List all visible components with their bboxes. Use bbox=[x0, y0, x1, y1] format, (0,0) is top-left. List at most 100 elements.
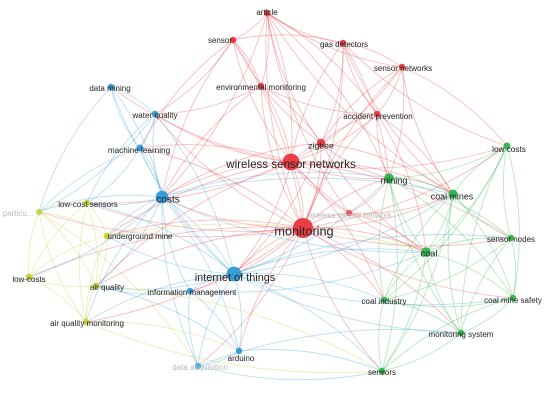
edge-data-mining-iot bbox=[110, 86, 235, 275]
edge-low-cost-sensors-particulate bbox=[38, 202, 88, 213]
node-gas-detectors[interactable] bbox=[339, 39, 347, 47]
edge-monitoring-arduino bbox=[238, 227, 304, 352]
edge-sensor-networks-monitoring bbox=[302, 66, 403, 229]
node-zigbee[interactable] bbox=[316, 138, 326, 148]
edge-iot-air-quality bbox=[95, 273, 235, 290]
edge-iot-coal-mines bbox=[233, 193, 454, 275]
node-article[interactable] bbox=[263, 9, 271, 17]
edge-gas-detectors-monitoring bbox=[302, 42, 344, 229]
node-coal[interactable] bbox=[421, 247, 431, 257]
edge-iot-sensor-nodes bbox=[233, 234, 512, 275]
edge-gas-detectors-low-costs-g bbox=[342, 42, 508, 147]
node-accident-prevention[interactable] bbox=[373, 110, 381, 118]
label-sensors: sensors bbox=[368, 368, 396, 377]
edge-sensor-networks-low-costs-g bbox=[401, 66, 508, 147]
node-environmental-monitoring[interactable] bbox=[257, 82, 265, 90]
node-iot[interactable] bbox=[226, 266, 242, 282]
edge-low-costs-y-air-quality-monitoring bbox=[28, 276, 87, 323]
edge-low-cost-sensors-low-costs-y bbox=[28, 202, 88, 278]
edge-sensor-environmental-monitoring bbox=[232, 39, 262, 87]
node-coal-mines[interactable] bbox=[448, 189, 458, 199]
node-monitoring-system[interactable] bbox=[457, 329, 465, 337]
label-sensor: sensor bbox=[208, 36, 232, 45]
edge-wsn-air-quality bbox=[95, 161, 292, 287]
edge-monitoring-air-quality bbox=[95, 227, 304, 287]
network-edges bbox=[28, 12, 520, 381]
node-sensor-networks[interactable] bbox=[398, 63, 406, 71]
node-coal-mine-safety[interactable] bbox=[509, 294, 517, 302]
edge-wsn-water-quality bbox=[154, 113, 292, 163]
edge-mining-coal-industry bbox=[378, 177, 390, 301]
edge-wsn-mining bbox=[290, 161, 390, 180]
node-water-quality[interactable] bbox=[151, 110, 159, 118]
node-data-acquisition[interactable] bbox=[194, 362, 202, 370]
edge-sensor-gas-detectors bbox=[232, 34, 344, 44]
node-sensor[interactable] bbox=[229, 36, 237, 44]
node-air-quality-monitoring[interactable] bbox=[82, 318, 90, 326]
edge-monitoring-coal-industry bbox=[302, 227, 385, 301]
node-low-cost-sensors[interactable] bbox=[83, 199, 91, 207]
node-low-costs-g[interactable] bbox=[503, 142, 511, 150]
label-coal: coal bbox=[421, 248, 438, 258]
node-coal-industry[interactable] bbox=[380, 296, 388, 304]
edge-article-wsn bbox=[266, 12, 293, 163]
edge-underground-mine-air-quality bbox=[95, 235, 108, 287]
node-low-costs-y[interactable] bbox=[25, 273, 33, 281]
edge-iot-data-acquisition bbox=[197, 273, 235, 367]
edge-wsn-coal bbox=[290, 161, 427, 253]
edge-costs-coal-mines bbox=[161, 177, 454, 198]
edge-article-mining bbox=[266, 12, 390, 179]
edge-wireless-sensor-network-coal bbox=[348, 212, 427, 253]
edge-coal-industry-monitoring-system bbox=[383, 299, 462, 334]
edge-machine-learning-particulate bbox=[38, 147, 141, 213]
edge-coal-industry-coal-mine-safety bbox=[383, 297, 514, 308]
edge-article-zigbee bbox=[266, 12, 322, 144]
node-arduino[interactable] bbox=[235, 347, 243, 355]
node-machine-learning[interactable] bbox=[136, 144, 144, 152]
edge-data-mining-machine-learning bbox=[110, 86, 141, 149]
edge-accident-prevention-monitoring bbox=[302, 113, 378, 229]
node-monitoring[interactable] bbox=[293, 218, 313, 238]
label-low-costs-y: low-costs bbox=[12, 275, 45, 284]
edge-sensor-nodes-coal-mine-safety bbox=[510, 237, 517, 299]
node-mining[interactable] bbox=[384, 173, 394, 183]
node-particulate[interactable] bbox=[35, 208, 43, 216]
edge-environmental-monitoring-costs bbox=[161, 85, 262, 198]
node-wireless-sensor-network[interactable] bbox=[345, 209, 353, 217]
node-sensor-nodes[interactable] bbox=[507, 234, 515, 242]
node-sensors[interactable] bbox=[378, 367, 386, 375]
label-information-management: information management bbox=[148, 288, 237, 297]
label-monitoring-system: monitoring system bbox=[429, 330, 494, 339]
edge-sensor-networks-wsn bbox=[290, 66, 403, 163]
node-underground-mine[interactable] bbox=[103, 232, 111, 240]
node-data-mining[interactable] bbox=[107, 83, 115, 91]
edge-low-costs-g-coal-mine-safety bbox=[506, 145, 520, 299]
edge-accident-prevention-zigbee bbox=[320, 113, 378, 144]
edge-data-mining-costs bbox=[110, 86, 163, 198]
edge-coal-industry-sensors bbox=[378, 299, 385, 372]
edge-article-costs bbox=[161, 12, 268, 198]
edge-monitoring-monitoring-system bbox=[302, 227, 462, 334]
node-air-quality[interactable] bbox=[92, 282, 100, 290]
edge-monitoring-underground-mine bbox=[106, 219, 304, 237]
label-machine-learning: machine learning bbox=[108, 146, 171, 155]
label-gas-detectors: gas detectors bbox=[320, 40, 368, 49]
edge-mining-coal-mines bbox=[388, 177, 454, 195]
edge-coal-mine-safety-sensors bbox=[381, 297, 514, 372]
edge-sensor-nodes-coal bbox=[425, 237, 512, 253]
edge-information-management-arduino bbox=[189, 290, 240, 352]
edge-arduino-sensors bbox=[238, 349, 383, 372]
edge-wsn-iot bbox=[233, 161, 292, 275]
node-wsn[interactable] bbox=[282, 153, 300, 171]
edge-gas-detectors-sensor-networks bbox=[342, 42, 403, 68]
edge-sensor-water-quality bbox=[154, 39, 234, 115]
node-information-management[interactable] bbox=[186, 287, 194, 295]
edge-gas-detectors-coal-mines bbox=[342, 42, 454, 195]
edge-low-cost-sensors-air-quality-monitoring bbox=[78, 202, 88, 323]
edge-data-mining-water-quality bbox=[110, 86, 156, 115]
node-costs[interactable] bbox=[155, 190, 169, 204]
label-water-quality: water quality bbox=[132, 111, 178, 120]
edge-monitoring-low-costs-g bbox=[302, 145, 508, 229]
edge-low-costs-g-coal bbox=[425, 145, 508, 253]
